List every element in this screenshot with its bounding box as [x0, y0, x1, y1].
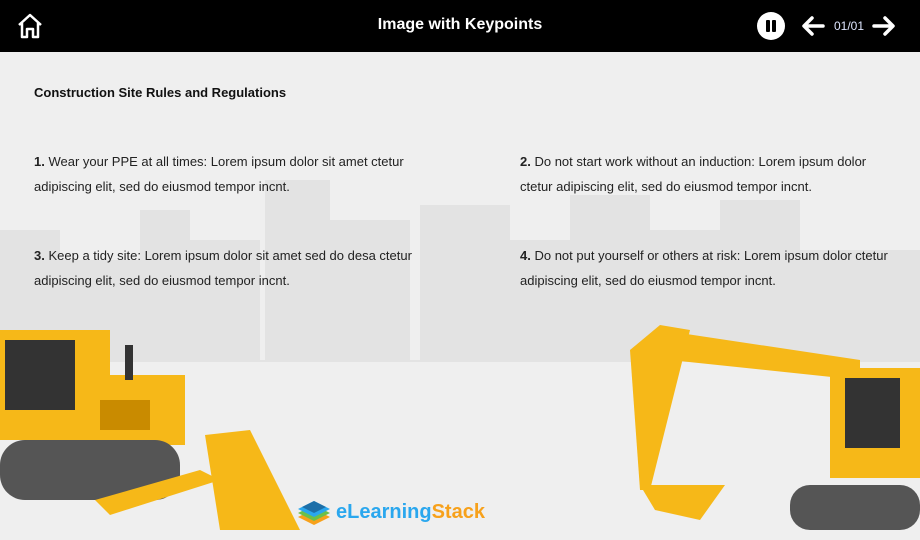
arrow-left-icon[interactable]	[801, 14, 825, 38]
logo-text-elearning: eLearning	[336, 500, 432, 523]
keypoint-text: Keep a tidy site: Lorem ipsum dolor sit …	[34, 248, 412, 288]
bulldozer	[0, 330, 300, 530]
keypoint-number: 1.	[34, 154, 45, 169]
excavator	[630, 325, 920, 530]
city-skyline	[0, 180, 920, 362]
page-title: Image with Keypoints	[377, 16, 543, 33]
keypoint-text: Wear your PPE at all times: Lorem ipsum …	[34, 154, 404, 194]
top-bar: Image with Keypoints 01/01	[0, 0, 920, 52]
background-illustration	[0, 180, 920, 530]
keypoint-3: 3. Keep a tidy site: Lorem ipsum dolor s…	[34, 243, 414, 293]
keypoint-4: 4. Do not put yourself or others at risk…	[520, 243, 900, 293]
keypoint-2: 2. Do not start work without an inductio…	[520, 149, 900, 199]
page-counter: 01/01	[834, 19, 865, 33]
keypoint-number: 2.	[520, 154, 531, 169]
keypoint-text: Do not put yourself or others at risk: L…	[520, 248, 888, 288]
keypoint-1: 1. Wear your PPE at all times: Lorem ips…	[34, 149, 414, 199]
home-icon[interactable]	[15, 11, 45, 41]
logo-text-stack: Stack	[431, 500, 485, 523]
keypoint-text: Do not start work without an induction: …	[520, 154, 867, 194]
elearningstack-logo: eLearningStack	[296, 497, 485, 527]
keypoint-number: 3.	[34, 248, 45, 263]
keypoint-number: 4.	[520, 248, 531, 263]
arrow-right-icon[interactable]	[872, 14, 896, 38]
content-heading: Construction Site Rules and Regulations	[34, 85, 287, 100]
stack-logo-icon	[298, 501, 330, 525]
pause-button[interactable]	[757, 12, 785, 40]
